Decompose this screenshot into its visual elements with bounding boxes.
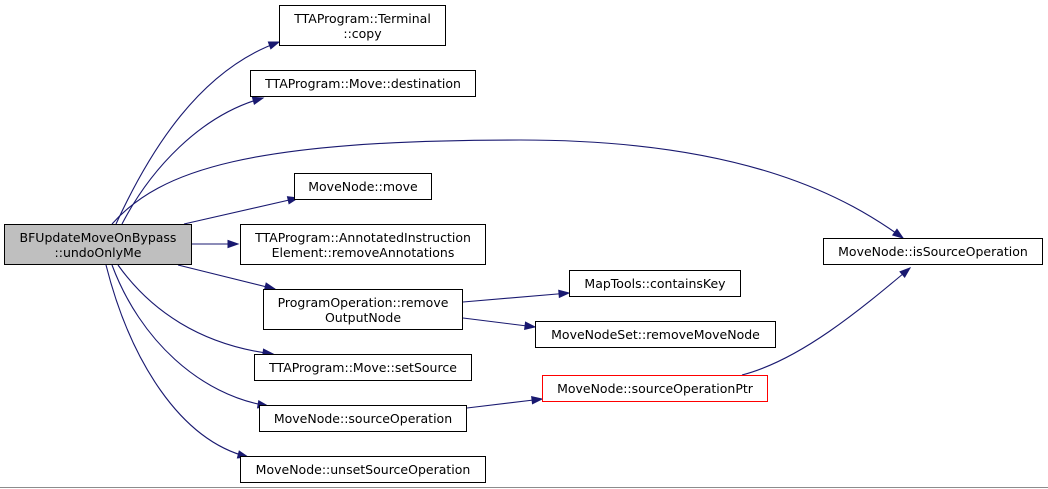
node-remove-output-node-line-1: ProgramOperation::remove [277,294,449,310]
bottom-divider [0,487,1048,488]
arrowhead-root-to-move_destination [251,96,265,105]
node-remove-output-node[interactable]: ProgramOperation::remove OutputNode [263,289,463,330]
edge-root-to-movenode_move [183,197,299,225]
node-remove-annotations-line-2: Element::removeAnnotations [271,244,455,260]
node-remove-annotations-line-1: TTAProgram::AnnotatedInstruction [255,229,471,245]
arrowhead-remove_output_node-to-contains_key [558,289,571,299]
node-terminal-copy-line-1: TTAProgram::Terminal [294,10,431,26]
node-move-setsource[interactable]: TTAProgram::Move::setSource [254,354,472,381]
call-edges [105,41,912,459]
node-remove-move-node-label: MoveNodeSet::removeMoveNode [551,327,760,342]
node-terminal-copy[interactable]: TTAProgram::Terminal ::copy [279,5,446,46]
node-root-line-1: BFUpdateMoveOnBypass [19,229,177,245]
edge-root-to-unset_source_operation [105,264,249,458]
node-root-line-2: ::undoOnlyMe [54,244,142,260]
arrowhead-root-to-terminal_copy [267,41,281,50]
node-source-operation[interactable]: MoveNode::sourceOperation [259,405,467,432]
arrowhead-root-to-is_source_operation [891,228,905,239]
node-is-source-operation-label: MoveNode::isSourceOperation [838,244,1028,259]
node-movenode-move-label: MoveNode::move [308,179,418,194]
edge-root-to-terminal_copy [115,41,280,225]
edge-source_operation_ptr-to-is_source_operation [741,267,911,376]
node-unset-source-operation-label: MoveNode::unsetSourceOperation [255,462,471,477]
edge-source_operation-to-source_operation_ptr [466,398,543,409]
edge-remove_output_node-to-contains_key [462,292,570,303]
edge-root-to-remove_output_node [177,264,276,290]
arrowhead-root-to-remove_annotations [227,239,240,249]
edge-root-to-move_destination [121,97,264,225]
arrowhead-remove_output_node-to-remove_move_node [524,321,537,330]
node-contains-key[interactable]: MapTools::containsKey [569,270,741,297]
node-contains-key-label: MapTools::containsKey [584,276,726,291]
node-remove-output-node-line-2: OutputNode [324,309,402,325]
node-source-operation-ptr[interactable]: MoveNode::sourceOperationPtr [542,375,768,402]
node-unset-source-operation[interactable]: MoveNode::unsetSourceOperation [240,456,486,483]
node-remove-annotations[interactable]: TTAProgram::AnnotatedInstruction Element… [240,224,486,265]
node-is-source-operation[interactable]: MoveNode::isSourceOperation [823,238,1043,265]
node-move-setsource-label: TTAProgram::Move::setSource [269,360,457,375]
edge-root-to-move_setsource [117,264,274,355]
edge-root-to-is_source_operation [111,139,904,239]
edge-root-to-source_operation [111,264,269,407]
arrowhead-source_operation-to-source_operation_ptr [531,395,544,405]
arrowhead-source_operation_ptr-to-is_source_operation [899,267,912,279]
node-move-destination-label: TTAProgram::Move::destination [265,76,461,91]
node-remove-move-node[interactable]: MoveNodeSet::removeMoveNode [535,321,776,348]
node-source-operation-label: MoveNode::sourceOperation [273,411,453,426]
node-move-destination[interactable]: TTAProgram::Move::destination [250,70,476,97]
edge-remove_output_node-to-remove_move_node [462,317,536,328]
node-source-operation-ptr-label: MoveNode::sourceOperationPtr [557,381,753,396]
node-terminal-copy-line-2: ::copy [343,25,382,41]
node-movenode-move[interactable]: MoveNode::move [294,173,432,200]
node-root: BFUpdateMoveOnBypass ::undoOnlyMe [4,224,192,265]
